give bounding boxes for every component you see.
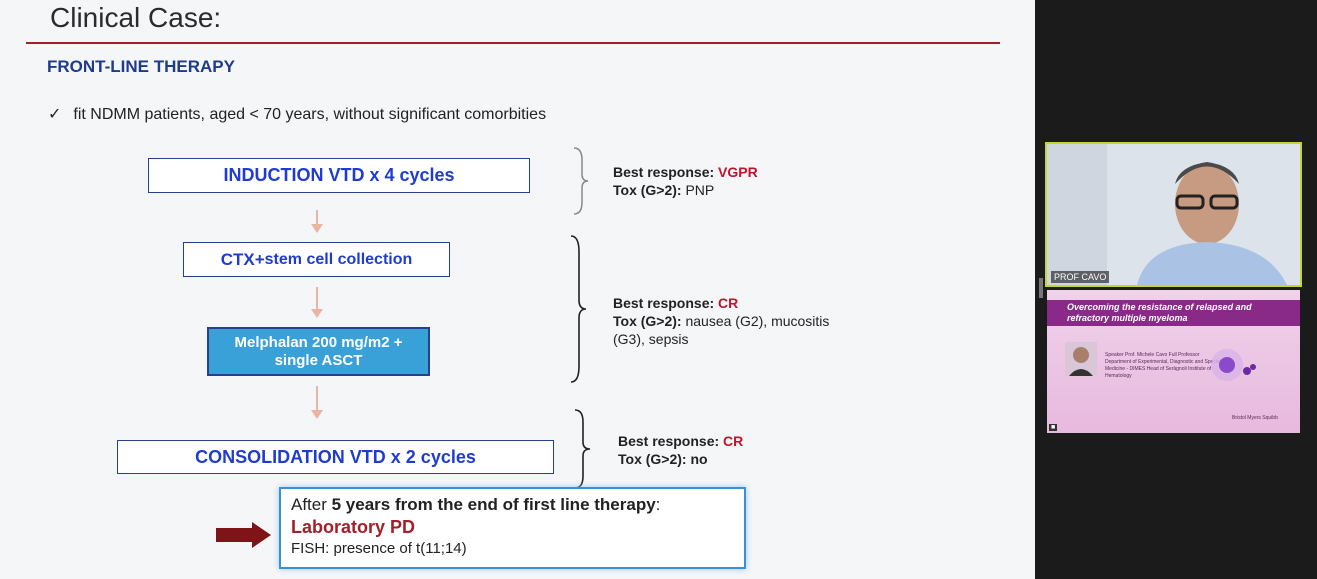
participants-panel — [1035, 0, 1317, 579]
fish-result: FISH: presence of t(11;14) — [291, 540, 467, 557]
camera-name-label: PROF CAVO — [1051, 271, 1110, 283]
consolidation-box: CONSOLIDATION VTD x 2 cycles — [117, 440, 554, 474]
brace-icon — [570, 235, 587, 383]
best-response-label: Best response: — [613, 164, 719, 180]
presentation-slide: Clinical Case: FRONT-LINE THERAPY ✓ fit N… — [0, 0, 1035, 579]
right-arrow-icon — [216, 522, 271, 548]
bullet-text: fit NDMM patients, aged < 70 years, with… — [73, 106, 547, 123]
response-block-induction: Best response: VGPR Tox (G>2): PNP — [613, 163, 758, 199]
cell-illustration-icon — [1211, 349, 1256, 381]
slide-title: Clinical Case: — [50, 2, 222, 33]
summary-bold: 5 years from the end of first line thera… — [331, 495, 656, 514]
laboratory-pd: Laboratory PD — [291, 517, 416, 537]
summary-suffix: : — [655, 495, 661, 514]
thumbnail-title: Overcoming the resistance of relapsed an… — [1067, 302, 1252, 323]
thumbnail-brand: Bristol Myers Squibb — [1232, 415, 1278, 421]
section-heading: FRONT-LINE THERAPY — [47, 57, 235, 76]
ctx-stem-cell-box: CTX+ stem cell collection — [183, 242, 450, 277]
summary-prefix: After — [291, 495, 332, 514]
brace-icon — [573, 147, 589, 215]
tox-label: Tox (G>2): — [613, 313, 686, 329]
title-divider — [26, 42, 1000, 44]
ctx-label: CTX+ — [220, 249, 265, 269]
thumbnail-label-icon: ■ — [1049, 424, 1058, 431]
response-block-asct: Best response: CR Tox (G>2): nausea (G2)… — [613, 294, 829, 348]
melphalan-line2: single ASCT — [274, 351, 363, 369]
best-response-value: VGPR — [718, 164, 758, 180]
thumbnail-speaker-info: Speaker Prof. Michele Cavo Full Professo… — [1105, 352, 1225, 379]
speaker-video-tile[interactable]: PROF CAVO — [1045, 142, 1302, 287]
outcome-summary-box: After 5 years from the end of first line… — [279, 487, 746, 569]
melphalan-line1: Melphalan 200 mg/m2 + — [234, 333, 403, 351]
best-response-label: Best response: — [618, 433, 724, 449]
speaker-portrait-icon — [1065, 342, 1097, 376]
slide-thumbnail-tile[interactable]: Overcoming the resistance of relapsed an… — [1047, 290, 1300, 433]
brace-icon — [574, 409, 591, 489]
stem-cell-label: stem cell collection — [264, 250, 413, 268]
tox-label: Tox (G>2): — [618, 451, 691, 467]
check-icon: ✓ — [48, 106, 62, 123]
best-response-label: Best response: — [613, 295, 719, 311]
down-arrow-icon — [311, 287, 323, 318]
panel-resize-handle[interactable] — [1039, 278, 1043, 298]
speaker-avatar-icon — [1047, 144, 1300, 285]
best-response-value: CR — [718, 295, 739, 311]
tox-label: Tox (G>2): — [613, 182, 686, 198]
best-response-value: CR — [723, 433, 744, 449]
response-block-consolidation: Best response: CR Tox (G>2): no — [618, 432, 743, 468]
tox-value: no — [690, 451, 708, 467]
melphalan-asct-box: Melphalan 200 mg/m2 + single ASCT — [207, 327, 430, 376]
tox-value: PNP — [685, 182, 715, 198]
tox-value: nausea (G2), mucositis — [685, 313, 830, 329]
tox-value-cont: (G3), sepsis — [613, 331, 689, 347]
down-arrow-icon — [311, 210, 323, 233]
thumbnail-banner — [1047, 300, 1300, 326]
patient-criteria-bullet: ✓ fit NDMM patients, aged < 70 years, wit… — [48, 104, 546, 124]
induction-box: INDUCTION VTD x 4 cycles — [148, 158, 530, 193]
down-arrow-icon — [311, 386, 323, 419]
